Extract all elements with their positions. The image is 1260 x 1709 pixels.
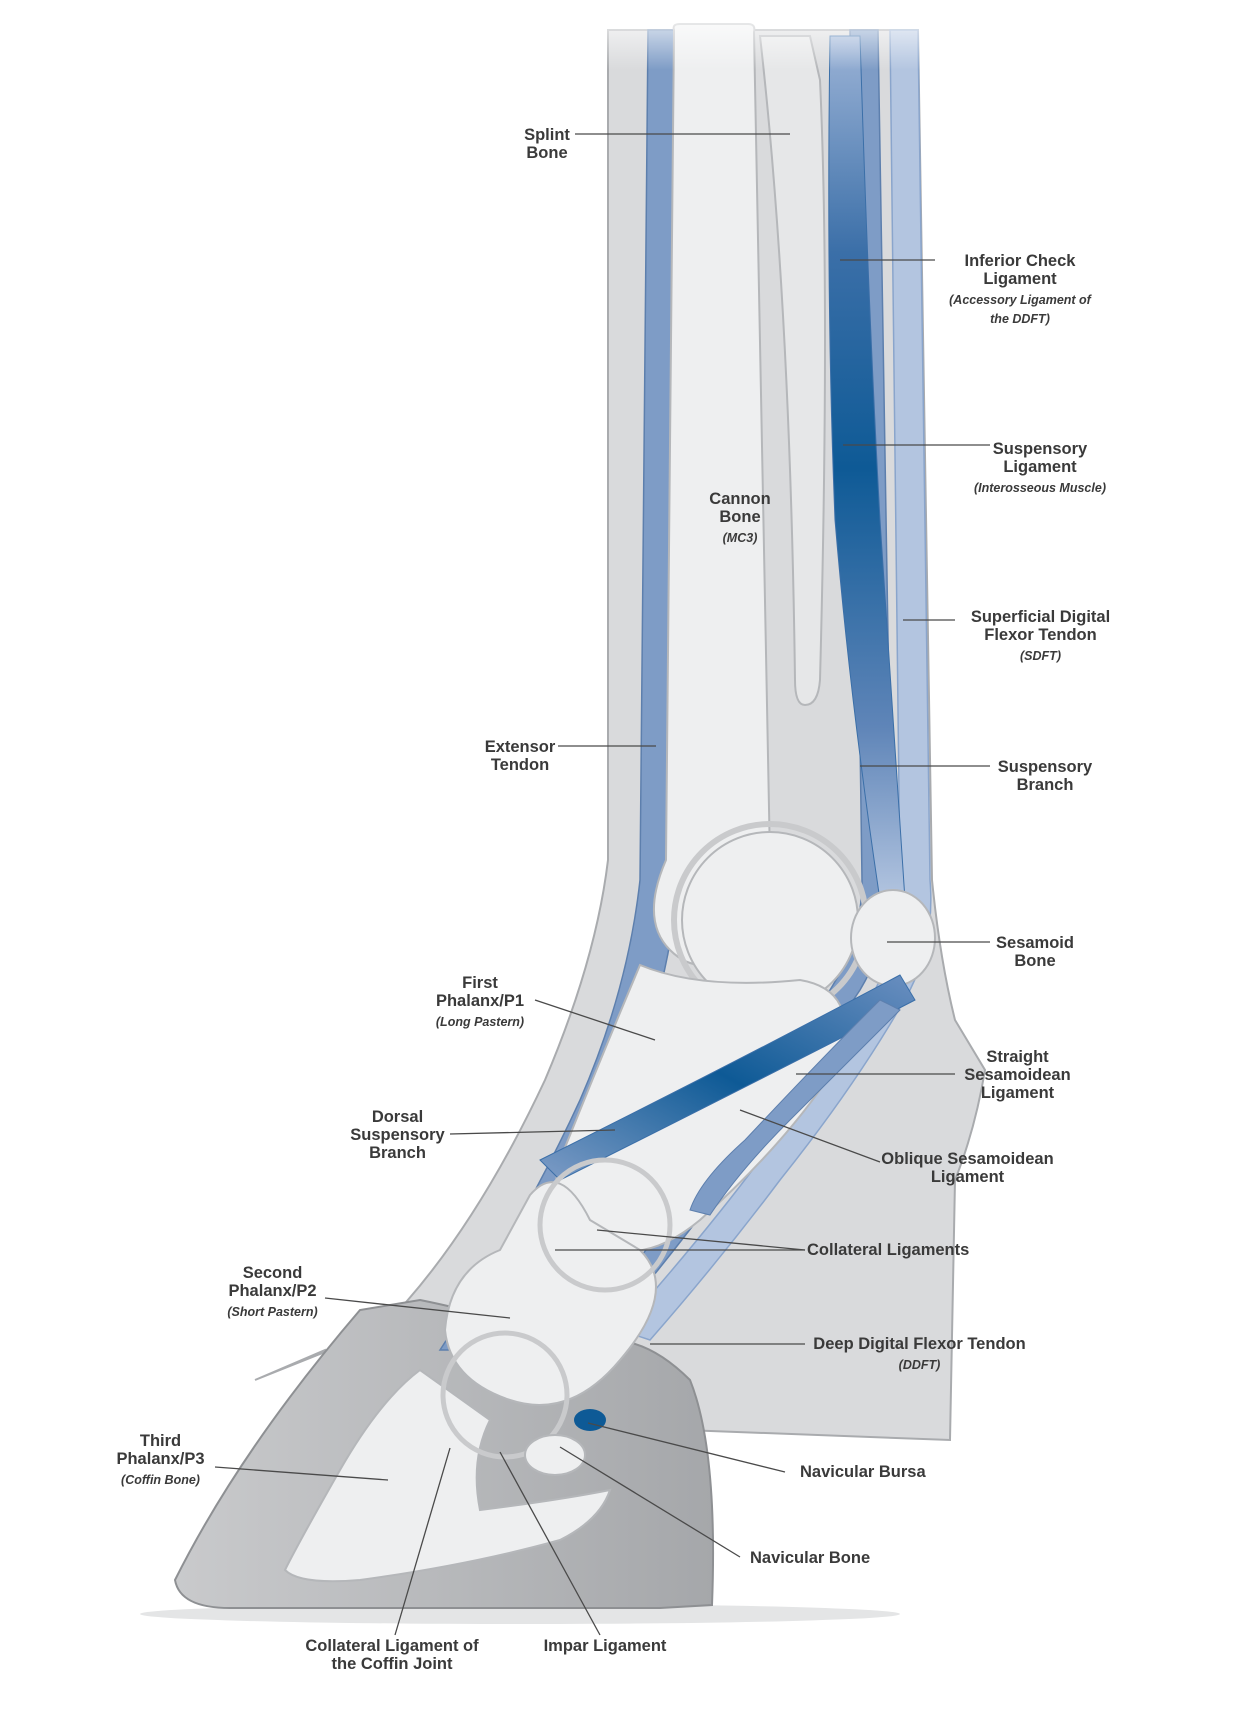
leader-third-phalanx: [214, 1466, 389, 1481]
label-straight-sesamoidean: Straight Sesamoidean Ligament: [955, 1048, 1080, 1102]
label-suspensory-branch: Suspensory Branch: [990, 758, 1100, 794]
label-cannon-bone: Cannon Bone (MC3): [700, 490, 780, 548]
navicular-bursa-shape: [574, 1409, 606, 1431]
label-title: Straight Sesamoidean Ligament: [964, 1048, 1071, 1102]
label-title: Suspensory Ligament: [992, 440, 1088, 476]
label-third-phalanx: Third Phalanx/P3 (Coffin Bone): [108, 1432, 213, 1490]
label-sesamoid-bone: Sesamoid Bone: [990, 934, 1080, 970]
label-navicular-bursa: Navicular Bursa: [800, 1463, 950, 1481]
label-second-phalanx: Second Phalanx/P2 (Short Pastern): [215, 1264, 330, 1322]
label-title: Cannon Bone: [709, 490, 771, 526]
leader-first-phalanx: [534, 999, 656, 1041]
label-subtitle: (Short Pastern): [227, 1305, 318, 1319]
dorsal-suspensory-branch-shape: [539, 974, 916, 1181]
label-suspensory-ligament: Suspensory Ligament (Interosseous Muscle…: [960, 440, 1120, 498]
leader-lines: [214, 133, 990, 1636]
label-oblique-sesamoidean: Oblique Sesamoidean Ligament: [880, 1150, 1055, 1186]
label-title: Inferior Check Ligament: [964, 252, 1076, 288]
label-title: Superficial Digital Flexor Tendon: [970, 608, 1111, 644]
label-title: Navicular Bone: [750, 1549, 871, 1567]
label-subtitle: (SDFT): [1020, 649, 1061, 663]
label-title: Collateral Ligament of the Coffin Joint: [305, 1637, 479, 1673]
label-subtitle: (MC3): [722, 531, 758, 545]
label-extensor-tendon: Extensor Tendon: [478, 738, 562, 774]
leader-impar-ligament: [499, 1451, 601, 1636]
label-subtitle: (Coffin Bone): [121, 1473, 200, 1487]
leader-collateral-coffin: [394, 1447, 451, 1636]
label-collateral-ligaments: Collateral Ligaments: [807, 1241, 997, 1259]
label-dorsal-suspensory-branch: Dorsal Suspensory Branch: [340, 1108, 455, 1162]
leader-second-phalanx: [324, 1297, 511, 1319]
label-inferior-check-ligament: Inferior Check Ligament (Accessory Ligam…: [940, 252, 1100, 329]
label-title: Dorsal Suspensory Branch: [350, 1108, 445, 1162]
label-title: Navicular Bursa: [800, 1463, 926, 1481]
leader-collateral-1: [596, 1229, 806, 1251]
navicular-bone-shape: [524, 1434, 586, 1476]
top-fade-overlay: [590, 0, 940, 70]
label-subtitle: (Long Pastern): [435, 1015, 525, 1029]
leader-navicular-bone: [559, 1446, 741, 1558]
leader-dorsal-suspensory: [449, 1129, 616, 1135]
label-title: Splint Bone: [524, 126, 570, 162]
label-subtitle: (Accessory Ligament of the DDFT): [949, 293, 1091, 326]
label-title: Oblique Sesamoidean Ligament: [881, 1150, 1054, 1186]
label-collateral-coffin-joint: Collateral Ligament of the Coffin Joint: [302, 1637, 482, 1673]
sesamoid-bone-shape: [850, 889, 936, 987]
label-title: Sesamoid Bone: [996, 934, 1074, 970]
label-title: Third Phalanx/P3: [116, 1432, 205, 1468]
label-impar-ligament: Impar Ligament: [530, 1637, 680, 1655]
label-subtitle: (DDFT): [898, 1358, 941, 1372]
label-title: First Phalanx/P1: [435, 974, 525, 1010]
label-title: Second Phalanx/P2: [228, 1264, 317, 1300]
label-first-phalanx: First Phalanx/P1 (Long Pastern): [425, 974, 535, 1032]
label-title: Impar Ligament: [543, 1637, 667, 1655]
label-splint-bone: Splint Bone: [512, 126, 582, 162]
label-subtitle: (Interosseous Muscle): [974, 481, 1106, 495]
label-ddft: Deep Digital Flexor Tendon (DDFT): [807, 1335, 1032, 1375]
label-title: Suspensory Branch: [997, 758, 1093, 794]
pastern-joint-ring: [537, 1157, 673, 1293]
coffin-joint-ring: [440, 1330, 570, 1460]
label-title: Deep Digital Flexor Tendon: [813, 1335, 1026, 1353]
leader-navicular-bursa: [587, 1422, 786, 1473]
label-title: Collateral Ligaments: [807, 1241, 970, 1259]
label-navicular-bone: Navicular Bone: [750, 1549, 900, 1567]
splint-bone-shape: [758, 35, 826, 707]
label-sdft: Superficial Digital Flexor Tendon (SDFT): [958, 608, 1123, 666]
leader-oblique-sesamoidean: [739, 1109, 881, 1163]
label-title: Extensor Tendon: [484, 738, 556, 774]
